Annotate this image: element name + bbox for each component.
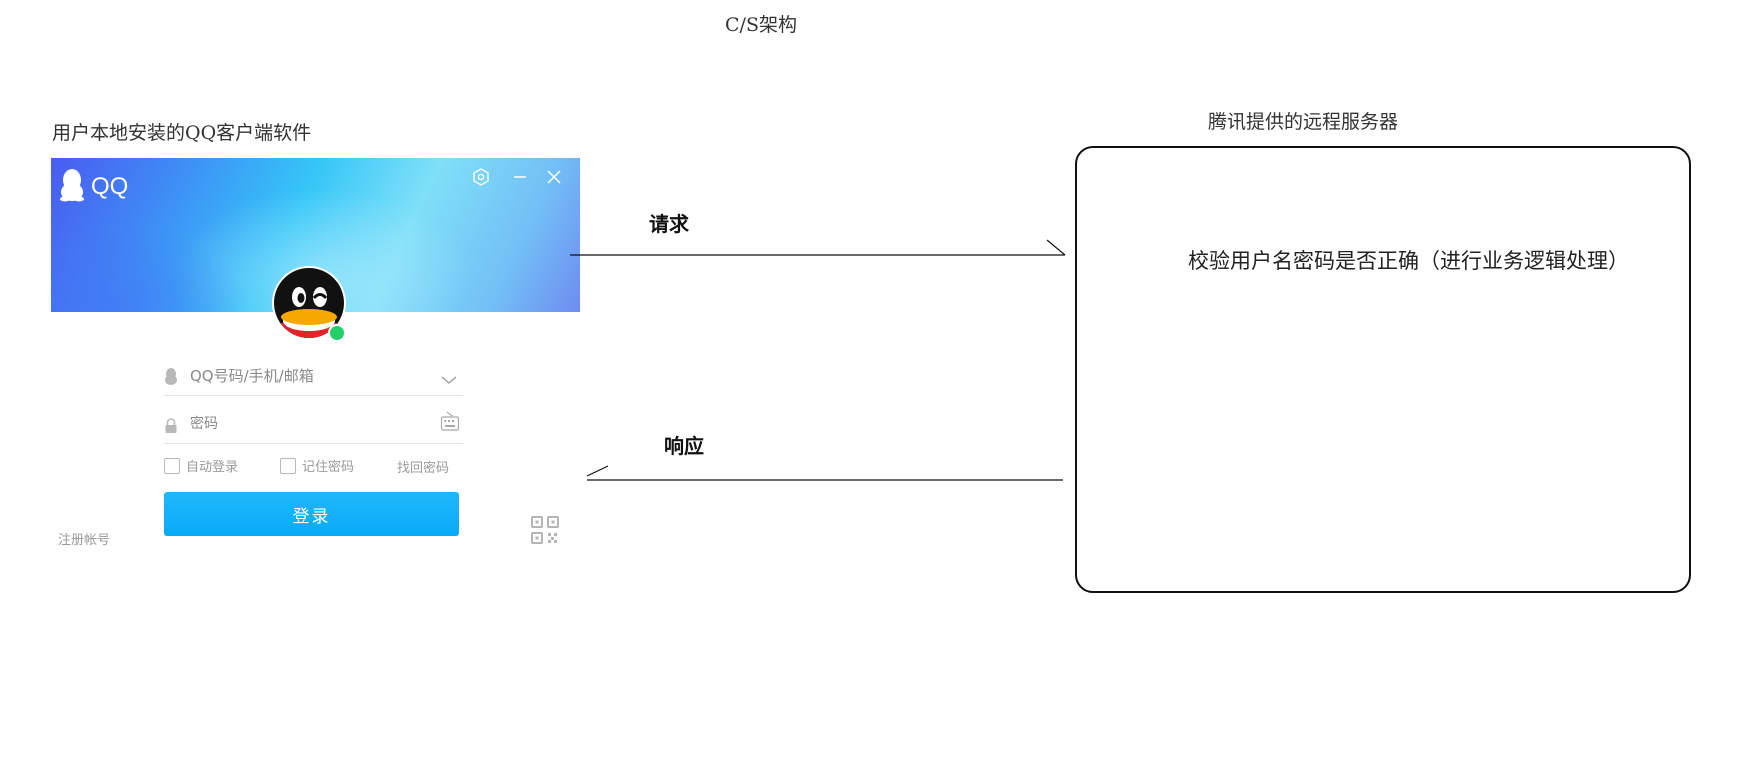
online-status-dot — [330, 326, 344, 340]
find-password-link[interactable]: 找回密码 — [397, 461, 450, 476]
close-icon[interactable] — [543, 166, 565, 188]
account-field[interactable] — [164, 361, 463, 396]
password-input[interactable] — [190, 409, 430, 439]
qq-login-window: QQ — [51, 158, 580, 560]
gear-icon[interactable] — [470, 166, 492, 188]
auto-login-box[interactable] — [164, 457, 180, 474]
register-account-link[interactable]: 注册帐号 — [58, 533, 111, 548]
auto-login-label: 自动登录 — [186, 460, 239, 475]
keyboard-icon[interactable] — [440, 411, 460, 437]
account-input[interactable] — [190, 361, 430, 391]
server-label: 腾讯提供的远程服务器 — [1208, 111, 1399, 133]
remember-password-label: 记住密码 — [302, 460, 355, 475]
lock-icon — [164, 418, 178, 438]
qq-logo-text: QQ — [91, 173, 129, 200]
penguin-icon — [164, 368, 178, 390]
chevron-down-icon[interactable] — [440, 371, 458, 390]
diagram-title: C/S架构 — [725, 14, 797, 36]
server-description: 校验用户名密码是否正确（进行业务逻辑处理） — [1188, 249, 1629, 273]
password-field[interactable] — [164, 409, 463, 444]
server-box — [1075, 146, 1691, 593]
request-arrow — [570, 239, 1066, 256]
response-label: 响应 — [664, 434, 704, 458]
request-label: 请求 — [649, 212, 689, 236]
remember-password-box[interactable] — [280, 457, 296, 474]
qq-logo: QQ — [59, 168, 128, 206]
penguin-logo-icon — [59, 168, 85, 206]
login-button[interactable]: 登录 — [164, 492, 459, 536]
auto-login-checkbox[interactable]: 自动登录 — [164, 456, 238, 475]
avatar[interactable] — [271, 265, 351, 345]
client-label: 用户本地安装的QQ客户端软件 — [52, 122, 312, 144]
minimize-icon[interactable] — [509, 166, 531, 188]
qr-code-icon[interactable] — [531, 516, 559, 548]
response-arrow — [586, 465, 1063, 481]
remember-password-checkbox[interactable]: 记住密码 — [280, 456, 354, 475]
